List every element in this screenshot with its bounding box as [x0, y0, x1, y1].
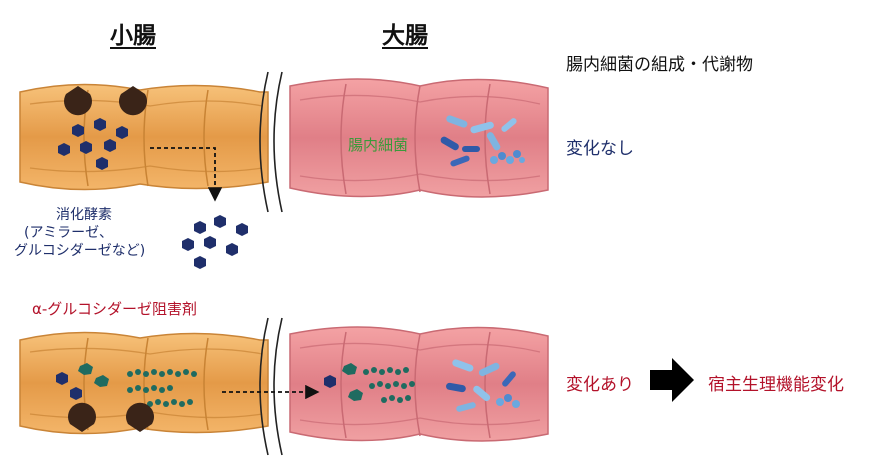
- break-lines-top: [259, 71, 283, 213]
- enzyme-hexagon-cluster: [58, 118, 128, 170]
- inhibitor-large-intestine: [324, 363, 415, 403]
- label-gut-bacteria: 腸内細菌: [348, 136, 409, 154]
- label-inhibitor: α-グルコシダーゼ阻害剤: [32, 300, 198, 318]
- label-enzyme-line2: (アミラーゼ、: [24, 225, 114, 241]
- heading-large-intestine: 大腸: [382, 23, 428, 49]
- oligosaccharide-chains: [127, 369, 197, 407]
- block-arrow-icon: [650, 358, 694, 402]
- dashed-arrow-icon: [150, 147, 223, 202]
- inhibitor-complex: [56, 363, 109, 400]
- label-enzyme-line3: グルコシダーゼなど): [14, 243, 146, 259]
- large-intestine-top: [289, 78, 549, 198]
- bacteria-rod-icon: [440, 115, 525, 167]
- pacman-enzyme-icon: [64, 86, 147, 116]
- pacman-enzyme-icon: [67, 402, 154, 432]
- large-intestine-bottom: [289, 326, 549, 442]
- outcome-host-physiology: 宿主生理機能変化: [708, 375, 844, 395]
- bacteria-rod-icon: [446, 359, 520, 412]
- released-hexagons: [182, 215, 248, 269]
- label-enzyme-line1: 消化酵素: [56, 207, 112, 223]
- legend-composition: 腸内細菌の組成・代謝物: [566, 55, 753, 75]
- outcome-change: 変化あり: [566, 375, 634, 395]
- heading-small-intestine: 小腸: [110, 23, 156, 49]
- break-lines-bottom: [259, 317, 283, 456]
- outcome-no-change: 変化なし: [566, 139, 634, 159]
